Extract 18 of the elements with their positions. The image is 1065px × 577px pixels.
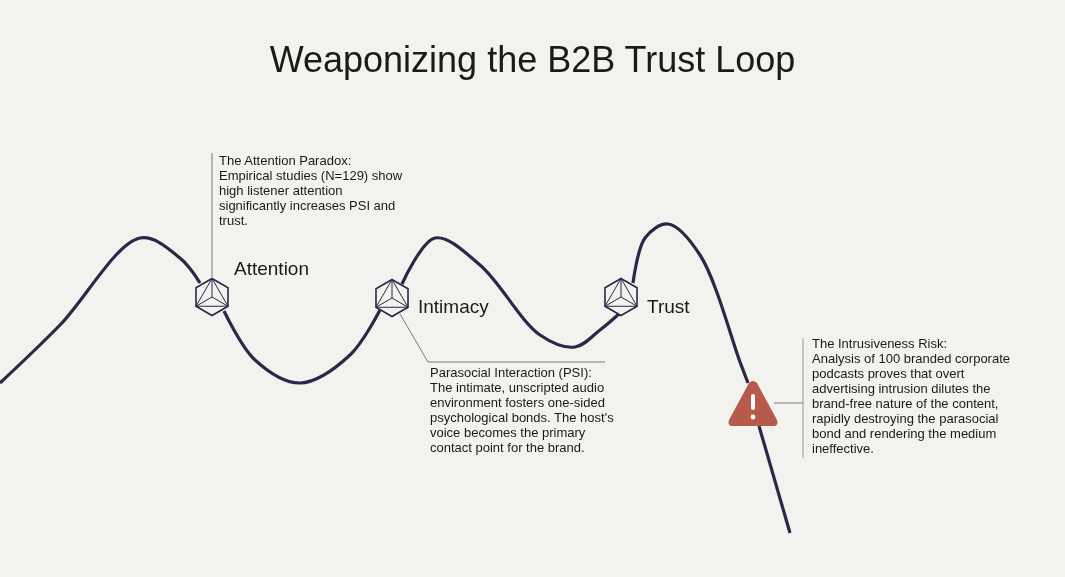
callout-heading: Parasocial Interaction (PSI): <box>430 365 593 380</box>
stage-label: Trust <box>647 296 690 318</box>
leader-line <box>399 313 606 363</box>
callout-body: The intimate, unscripted audio environment fosters one-sided psychological bonds. The host's voice becomes the primary contact point for the brand. <box>430 380 615 455</box>
callout-body: Analysis of 100 branded corporate podcasts proves that overt advertising intrusion dilutes the brand-free nature of the content, rapidly destroying the parasocial bond and rendering the medium ineffective. <box>812 351 1011 456</box>
wave-curve <box>0 236 202 385</box>
stage-label: Attention <box>234 258 309 280</box>
callout-body: Empirical studies (N=129) show high listener attention significantly increases PSI and trust. <box>219 168 404 228</box>
wave-curve <box>631 222 750 384</box>
wave-curve <box>400 236 622 349</box>
leader-line <box>211 152 213 278</box>
callout-heading: The Intrusiveness Risk: <box>812 336 949 351</box>
stage-label: Intimacy <box>418 296 489 318</box>
callout-heading: The Attention Paradox: <box>219 153 353 168</box>
wave-curve <box>222 309 382 385</box>
title: Weaponizing the B2B Trust Loop <box>268 38 797 82</box>
leader-line <box>773 402 804 404</box>
wave-curve <box>757 425 792 534</box>
